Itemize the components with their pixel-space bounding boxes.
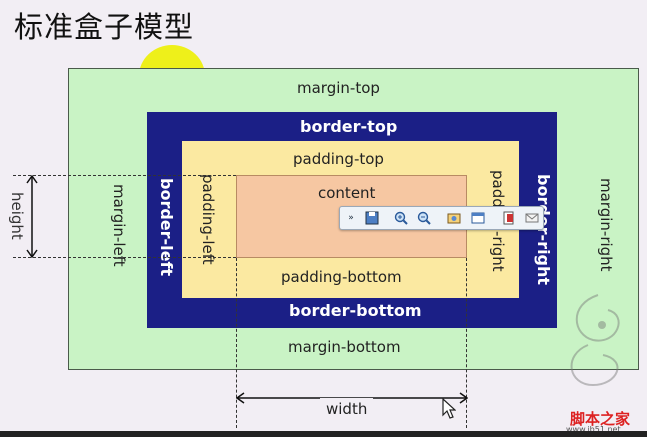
padding-left-label: padding-left — [199, 174, 217, 265]
margin-right-label: margin-right — [597, 178, 615, 272]
zoom-in-icon[interactable] — [393, 210, 409, 226]
content-label: content — [318, 184, 376, 202]
height-label: height — [8, 192, 26, 240]
width-guide-right — [466, 258, 467, 428]
watermark-url: www.jb51.net — [566, 425, 621, 434]
watermark-decoration — [558, 285, 638, 409]
save-icon[interactable] — [364, 210, 380, 226]
padding-top-label: padding-top — [293, 150, 384, 168]
mouse-pointer-icon — [442, 397, 457, 424]
border-top-label: border-top — [300, 117, 398, 136]
page-title: 标准盒子模型 — [14, 10, 195, 44]
width-guide-left — [236, 258, 237, 428]
clip-icon[interactable] — [501, 210, 517, 226]
padding-bottom-label: padding-bottom — [281, 268, 402, 286]
window-icon[interactable] — [470, 210, 486, 226]
margin-bottom-label: margin-bottom — [288, 338, 401, 356]
watermark-text: 脚本之家 — [570, 410, 631, 428]
snapshot-icon[interactable] — [446, 210, 462, 226]
image-toolbar: » — [339, 206, 544, 230]
chevron-down-icon[interactable]: » — [348, 213, 354, 223]
border-left-label: border-left — [157, 178, 176, 277]
height-guide-top — [13, 175, 236, 176]
height-arrow — [24, 174, 40, 262]
email-icon[interactable] — [524, 210, 540, 226]
zoom-out-icon[interactable] — [416, 210, 432, 226]
width-label: width — [320, 398, 374, 420]
margin-top-label: margin-top — [297, 79, 380, 97]
margin-left-label: margin-left — [110, 184, 128, 267]
border-right-label: border-right — [534, 174, 553, 286]
bottom-bar — [0, 431, 647, 437]
height-guide-bottom — [13, 257, 236, 258]
border-bottom-label: border-bottom — [289, 301, 422, 320]
